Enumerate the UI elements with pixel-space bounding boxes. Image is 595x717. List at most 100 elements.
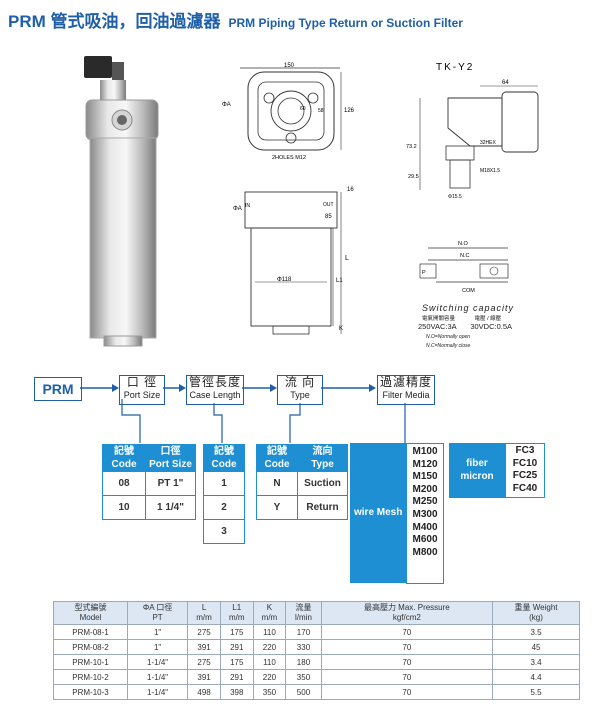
type-box: 流 向 Type bbox=[277, 375, 323, 405]
table-cell: 220 bbox=[252, 639, 287, 655]
dim-K: K bbox=[339, 326, 343, 332]
table-cell: 275 bbox=[187, 654, 221, 670]
wire-item: M400 bbox=[412, 521, 438, 533]
table-cell: 70 bbox=[320, 669, 494, 685]
fiber-item: FC3 bbox=[515, 445, 535, 456]
wire-item: M250 bbox=[412, 496, 438, 508]
dia-118: Φ118 bbox=[277, 277, 292, 283]
side-view-drawing: 16 ΦA IN OUT 85 Φ118 L L1 K bbox=[233, 187, 354, 335]
type-h-code-en: Code bbox=[264, 459, 290, 470]
table-cell: 1-1/4" bbox=[126, 654, 189, 670]
spec-h-weight: 重量 Weight(kg) bbox=[492, 601, 580, 625]
table-cell: 3.5 bbox=[492, 624, 580, 640]
table-cell: 70 bbox=[320, 624, 494, 640]
port-code: 08 bbox=[102, 471, 146, 496]
spec-h-en: l/min bbox=[295, 613, 312, 622]
switch-circuit: N.O N.C P COM bbox=[419, 241, 509, 294]
switch-ac: 250VAC:3A bbox=[418, 322, 457, 331]
spec-h-en: PT bbox=[152, 613, 163, 622]
fiber-list: FC3 FC10 FC25 FC40 bbox=[505, 443, 545, 498]
model-box: PRM bbox=[34, 377, 82, 401]
port-size: PT 1" bbox=[145, 471, 196, 496]
case-h-en: Code bbox=[211, 459, 237, 470]
filter-media-box: 過濾精度 Filter Media bbox=[377, 375, 435, 405]
table-cell: 291 bbox=[219, 639, 254, 655]
dim-58: 58 bbox=[318, 108, 324, 114]
switch-note-2: N.C=Normally close bbox=[426, 343, 471, 349]
table-cell: 291 bbox=[219, 669, 254, 685]
table-cell: 1-1/4" bbox=[126, 669, 189, 685]
dim-L1: L1 bbox=[336, 278, 343, 284]
table-cell: 3.4 bbox=[492, 654, 580, 670]
filter-media-en: Filter Media bbox=[382, 390, 430, 400]
wire-item: M120 bbox=[412, 458, 438, 470]
table-cell: 5.5 bbox=[492, 684, 580, 700]
table-cell: 498 bbox=[187, 684, 221, 700]
wire-item: M600 bbox=[412, 534, 438, 546]
dim-126: 126 bbox=[344, 108, 355, 114]
switch-note-1: N.O=Normally open bbox=[426, 334, 471, 340]
port-size-cn: 口 徑 bbox=[126, 375, 158, 389]
case-h-cn: 記號 bbox=[214, 446, 234, 457]
arrow-2 bbox=[163, 384, 186, 392]
wire-mesh-block: wire Mesh bbox=[350, 443, 406, 583]
case-length-cn: 管徑長度 bbox=[188, 375, 241, 389]
dim-150: 150 bbox=[284, 63, 295, 69]
dim-85: 85 bbox=[325, 214, 332, 220]
dim-16: 16 bbox=[347, 187, 354, 193]
case-h: 記號 Code bbox=[203, 444, 245, 472]
wire-item: M800 bbox=[412, 546, 438, 558]
arrow-3 bbox=[242, 384, 277, 392]
table-cell: 391 bbox=[187, 639, 221, 655]
switch-caption: Switching capacity bbox=[422, 303, 515, 313]
top-view-drawing: 150 ΦA 60 58 126 2HOLES M12 bbox=[222, 63, 355, 161]
port-h-code-cn: 記號 bbox=[114, 446, 134, 457]
port-h-code-en: Code bbox=[111, 459, 137, 470]
spec-h-en: m/m bbox=[261, 613, 278, 622]
table-cell: 330 bbox=[285, 639, 322, 655]
port-size: 1 1/4" bbox=[145, 495, 196, 520]
switch-cn-row: 電氣開關容量 電壓 / 線壓 bbox=[422, 314, 522, 322]
case-code: 2 bbox=[203, 495, 245, 520]
table-cell: PRM-10-3 bbox=[53, 684, 128, 700]
spec-h-cn: 型式編號 bbox=[74, 603, 107, 612]
table-cell: 170 bbox=[285, 624, 322, 640]
tk-title: TK-Y2 bbox=[436, 62, 474, 73]
spec-h-cn: L bbox=[201, 603, 207, 612]
dia-15: Φ15.5 bbox=[448, 194, 462, 200]
filter-media-cn: 過濾精度 bbox=[379, 375, 432, 389]
switch-rating-row: 250VAC:3A 30VDC:0.5A bbox=[418, 322, 512, 331]
side-port-a: ΦA bbox=[233, 206, 242, 212]
spec-h-cn: 最高壓力 Max. Pressure bbox=[363, 603, 450, 612]
spec-h-en: m/m bbox=[196, 613, 212, 622]
no-label: N.O bbox=[458, 241, 469, 247]
type-h-type-en: Type bbox=[311, 459, 334, 470]
p-label: P bbox=[422, 270, 426, 276]
table-cell: 4.4 bbox=[492, 669, 580, 685]
spec-h-cn: K bbox=[266, 603, 273, 612]
spec-h-en: Model bbox=[79, 613, 102, 622]
spec-h-cn: 流量 bbox=[295, 603, 312, 612]
table-cell: 350 bbox=[285, 669, 322, 685]
table-cell: 1" bbox=[126, 639, 189, 655]
table-cell: PRM-08-1 bbox=[53, 624, 128, 640]
in-label: IN bbox=[245, 203, 250, 209]
table-cell: 350 bbox=[252, 684, 287, 700]
tk-y2-drawing: TK-Y2 64 32HEX 73.2 29.5 M18X1.5 Φ15.5 bbox=[406, 62, 539, 200]
switch-dc: 30VDC:0.5A bbox=[470, 322, 513, 331]
